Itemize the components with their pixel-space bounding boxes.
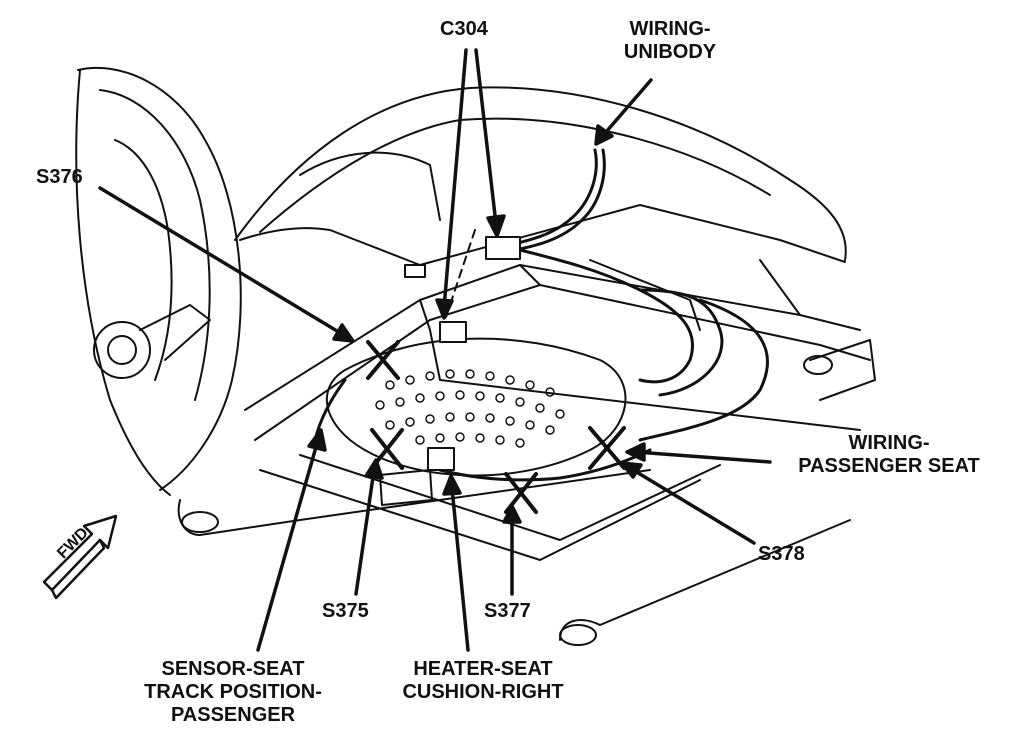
- c304-connector-lower: [439, 321, 467, 343]
- heater-connector: [427, 447, 455, 471]
- leader-c304-right: [474, 48, 498, 226]
- s376-splice-mark: [366, 340, 400, 380]
- position-sensor: [379, 469, 433, 506]
- label-wiring-passenger-seat: WIRING- PASSENGER SEAT: [798, 432, 980, 477]
- splice-marks: [366, 340, 626, 514]
- leader-s375: [354, 468, 376, 596]
- label-wiring-unibody: WIRING- UNIBODY: [623, 18, 717, 63]
- seat-back-outline: [75, 66, 242, 496]
- frame-clip: [404, 264, 426, 278]
- c304-dashed-link: [444, 229, 476, 321]
- label-s376: S376: [36, 166, 83, 188]
- heater-pad: [325, 337, 627, 477]
- s378-splice-mark: [588, 426, 626, 470]
- leader-heater-seat: [450, 486, 470, 652]
- c304-connector-upper: [485, 236, 521, 260]
- label-s378: S378: [758, 543, 805, 565]
- label-heater-seat: HEATER-SEAT CUSHION-RIGHT: [402, 658, 564, 703]
- wiring-harness: [313, 148, 769, 482]
- seat-cushion-outline: [234, 86, 847, 266]
- leader-lines: [98, 48, 772, 652]
- leader-sensor-seat: [256, 438, 320, 652]
- seat-frame: [177, 259, 876, 646]
- label-c304: C304: [440, 18, 488, 40]
- leader-c304-left: [442, 48, 468, 310]
- leader-s378: [628, 466, 756, 545]
- leader-wiring-passenger-seat: [634, 450, 772, 464]
- leader-wiring-unibody: [604, 78, 653, 134]
- leader-s376: [98, 186, 344, 336]
- label-s377: S377: [484, 600, 531, 622]
- label-s375: S375: [322, 600, 369, 622]
- fwd-arrow-icon: [42, 514, 118, 600]
- label-sensor-seat: SENSOR-SEAT TRACK POSITION- PASSENGER: [144, 658, 322, 726]
